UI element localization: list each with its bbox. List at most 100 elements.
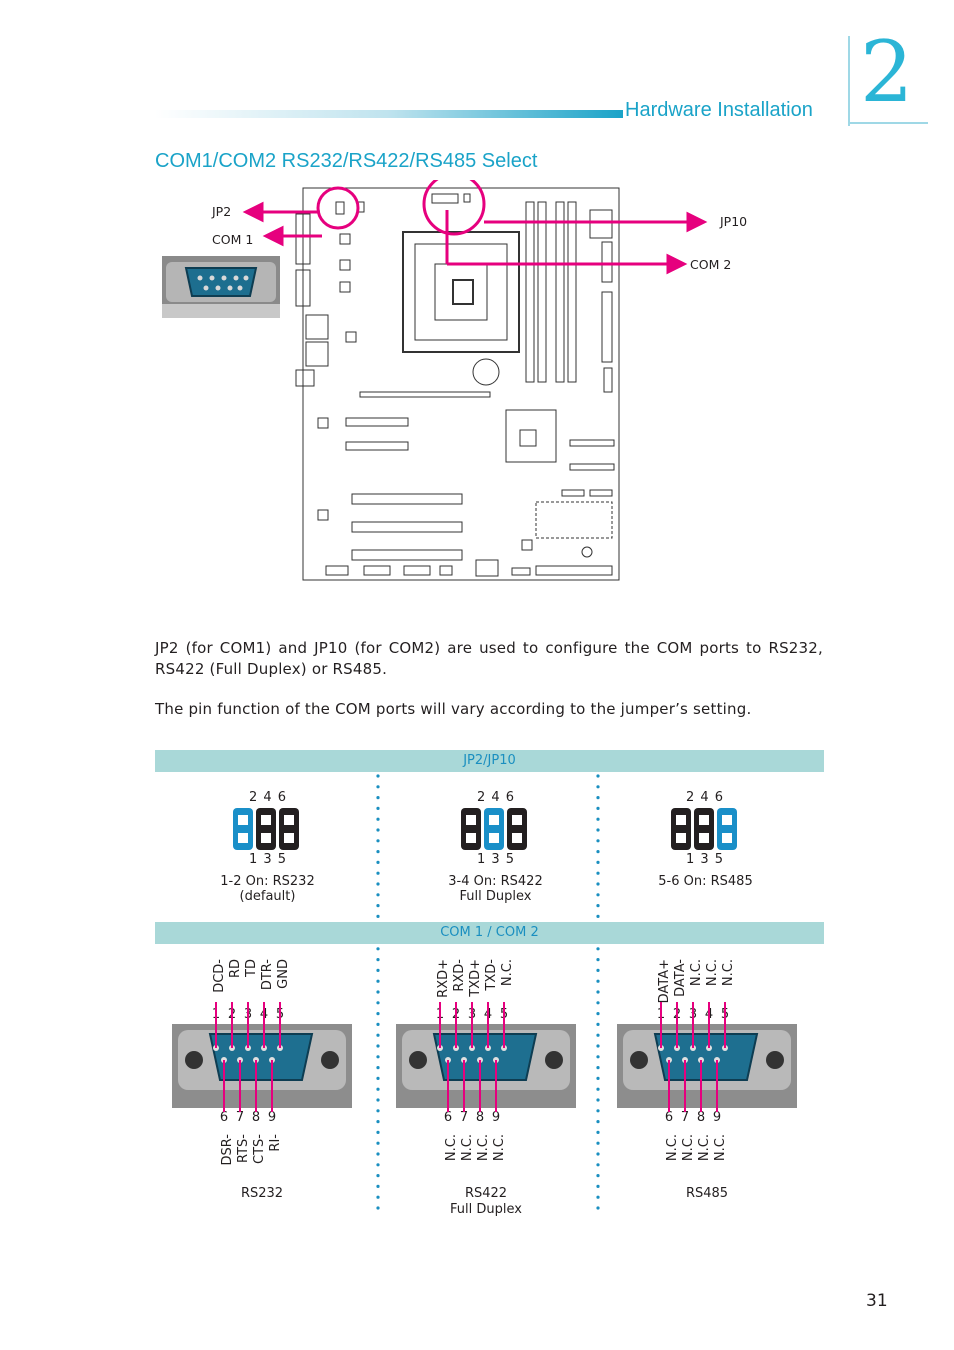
jumper3-top-pins: 2 4 6 — [685, 790, 725, 805]
separator-dot — [376, 1130, 380, 1134]
bottom-pin-number: 8 — [696, 1110, 706, 1125]
separator-dot — [596, 990, 600, 994]
bottom-signal-label: N.C. — [681, 1134, 696, 1162]
chapter-number: 2 — [860, 23, 914, 121]
jp10-highlight — [422, 180, 486, 236]
separator-dot — [376, 893, 380, 897]
separator-dot — [376, 1141, 380, 1145]
separator-dot — [596, 1001, 600, 1005]
bottom-pin-number: 8 — [475, 1110, 485, 1125]
section-title: Hardware Installation — [625, 99, 813, 121]
separator-dot — [376, 1044, 380, 1048]
bottom-signal-label: N.C. — [665, 1134, 680, 1162]
separator-dot — [376, 817, 380, 821]
db9-connector — [396, 1002, 576, 1112]
separator-dot — [596, 1044, 600, 1048]
bottom-signal-label: RTS- — [236, 1134, 251, 1163]
mode-sublabel: Full Duplex — [450, 1202, 522, 1217]
jumper2-top-pins: 2 4 6 — [476, 790, 516, 805]
separator-dot — [596, 1076, 600, 1080]
separator-dot — [596, 1184, 600, 1188]
separator-dot — [596, 1206, 600, 1210]
com2-label: COM 2 — [690, 257, 732, 272]
separator-dot — [376, 1152, 380, 1156]
separator-dot — [596, 1012, 600, 1016]
separator-dot — [596, 817, 600, 821]
db9-connector — [617, 1002, 797, 1112]
separator-dot — [376, 979, 380, 983]
separator-dot — [376, 828, 380, 832]
separator-dot — [376, 958, 380, 962]
separator-dot — [376, 839, 380, 843]
page-number: 31 — [866, 1291, 888, 1311]
jumper1-setting: 1-2 On: RS232 — [220, 874, 315, 889]
page-title: COM1/COM2 RS232/RS422/RS485 Select — [155, 150, 538, 172]
separator-dot — [596, 1195, 600, 1199]
separator-dot — [596, 871, 600, 875]
separator-dot — [596, 806, 600, 810]
separator-dot — [376, 1033, 380, 1037]
separator-dot — [376, 860, 380, 864]
chapter-frame — [848, 36, 850, 126]
jp10-label: JP10 — [720, 214, 748, 229]
separator-dot — [376, 1195, 380, 1199]
separator-dot — [596, 979, 600, 983]
separator-dot — [596, 958, 600, 962]
note-paragraph: The pin function of the COM ports will v… — [155, 700, 752, 718]
bottom-pin-number: 6 — [443, 1110, 453, 1125]
jumper1-note: (default) — [239, 889, 296, 904]
separator-dot — [376, 990, 380, 994]
separator-dot — [376, 1001, 380, 1005]
separator-dot — [596, 1033, 600, 1037]
separator-dot — [596, 893, 600, 897]
separator-dot — [596, 1141, 600, 1145]
bottom-signal-label: CTS- — [252, 1134, 267, 1164]
mode-label: RS485 — [685, 1186, 729, 1201]
separator-dot — [596, 914, 600, 918]
bottom-pin-number: 7 — [459, 1110, 469, 1125]
separator-dot — [376, 850, 380, 854]
mode-label: RS232 — [240, 1186, 284, 1201]
jumper-table-header: JP2/JP10 — [155, 750, 824, 772]
db9-connector — [172, 1002, 352, 1112]
separator-dot — [376, 968, 380, 972]
separator-dot — [596, 1163, 600, 1167]
separator-dot — [376, 1076, 380, 1080]
separator-dot — [376, 1109, 380, 1113]
separator-dot — [376, 1066, 380, 1070]
separator-dot — [596, 860, 600, 864]
bottom-signal-label: N.C. — [697, 1134, 712, 1162]
com-table-header: COM 1 / COM 2 — [155, 922, 824, 944]
jumper2-setting: 3-4 On: RS422 — [448, 874, 543, 889]
column-separators: /* placeholder */ — [376, 774, 600, 1210]
motherboard-diagram — [242, 180, 708, 581]
separator-dot — [376, 806, 380, 810]
separator-dot — [376, 882, 380, 886]
header-bar — [155, 110, 623, 118]
separator-dot — [596, 947, 600, 951]
jumper3-rs485 — [671, 808, 737, 850]
separator-dot — [376, 1174, 380, 1178]
separator-dot — [376, 947, 380, 951]
jumper1-top-pins: 2 4 6 — [248, 790, 288, 805]
bottom-signal-label: RI- — [268, 1134, 283, 1152]
separator-dot — [376, 1055, 380, 1059]
separator-dot — [376, 1012, 380, 1016]
bottom-signal-label: DSR- — [220, 1134, 235, 1166]
intro-paragraph: JP2 (for COM1) and JP10 (for COM2) are u… — [155, 639, 823, 678]
separator-dot — [376, 1206, 380, 1210]
chapter-frame-bottom — [848, 122, 928, 124]
jumper1-rs232 — [233, 808, 299, 850]
bottom-pin-number: 9 — [712, 1110, 722, 1125]
separator-dot — [596, 968, 600, 972]
separator-dot — [596, 1130, 600, 1134]
separator-dot — [596, 1098, 600, 1102]
separator-dot — [596, 850, 600, 854]
separator-dot — [596, 839, 600, 843]
bottom-signal-label: N.C. — [460, 1134, 475, 1162]
bottom-pin-number: 7 — [235, 1110, 245, 1125]
bottom-pin-number: 6 — [664, 1110, 674, 1125]
bottom-pin-number: 7 — [680, 1110, 690, 1125]
separator-dot — [376, 1184, 380, 1188]
bottom-signal-label: N.C. — [713, 1134, 728, 1162]
